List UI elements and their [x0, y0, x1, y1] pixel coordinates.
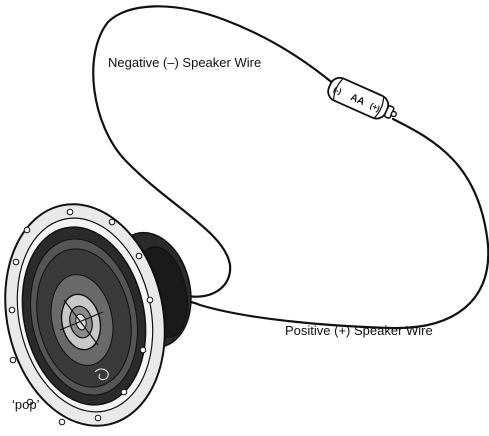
negative-wire-label: Negative (–) Speaker Wire [108, 55, 261, 70]
pop-label: ‘pop’ [12, 397, 40, 412]
negative-speaker-wire [92, 5, 337, 298]
battery-negative-label: (-) [332, 85, 343, 97]
positive-wire-label: Positive (+) Speaker Wire [285, 323, 433, 338]
battery-positive-label: (+) [369, 101, 382, 113]
positive-speaker-wire [182, 117, 489, 330]
speaker-icon [4, 203, 192, 427]
aa-battery-icon: (-) AA (+) [327, 76, 398, 120]
battery-type-label: AA [349, 92, 367, 108]
